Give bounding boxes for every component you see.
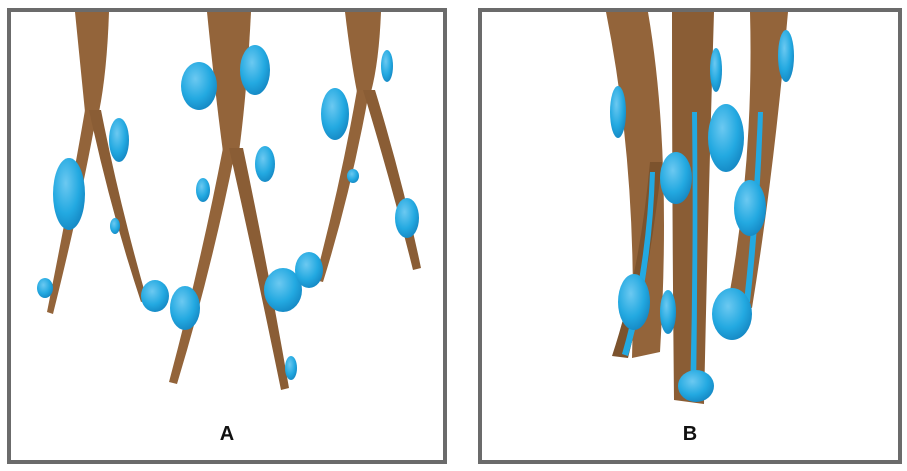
fiber-strand (363, 90, 421, 270)
water-droplet (181, 62, 217, 110)
water-droplet (321, 88, 349, 140)
panel-a-illustration (11, 12, 443, 460)
water-droplet (37, 278, 53, 298)
panel-b: B (478, 8, 902, 464)
water-droplet (778, 30, 794, 82)
water-droplet (395, 198, 419, 238)
water-droplet (53, 158, 85, 230)
water-droplet (295, 252, 323, 288)
water-droplet (196, 178, 210, 202)
water-droplet (734, 180, 766, 236)
water-droplet (710, 48, 722, 92)
water-droplet (110, 218, 120, 234)
panel-a: A (7, 8, 447, 464)
water-droplet (240, 45, 270, 95)
water-droplet (255, 146, 275, 182)
water-droplet (170, 286, 200, 330)
fiber-bundle-3 (315, 12, 421, 282)
water-droplet (678, 370, 714, 402)
water-droplet (381, 50, 393, 82)
water-droplet (347, 169, 359, 183)
water-droplet (660, 152, 692, 204)
water-droplet (712, 288, 752, 340)
panel-b-illustration (482, 12, 898, 460)
water-droplet (109, 118, 129, 162)
fiber-trunk (345, 12, 381, 92)
water-droplet (618, 274, 650, 330)
panel-label-b: B (482, 423, 898, 446)
water-droplet (141, 280, 169, 312)
panel-label-a: A (11, 423, 443, 446)
water-droplet (610, 86, 626, 138)
water-droplet (660, 290, 676, 334)
water-droplet (285, 356, 297, 380)
water-droplet (708, 104, 744, 172)
fiber-trunk (75, 12, 109, 112)
